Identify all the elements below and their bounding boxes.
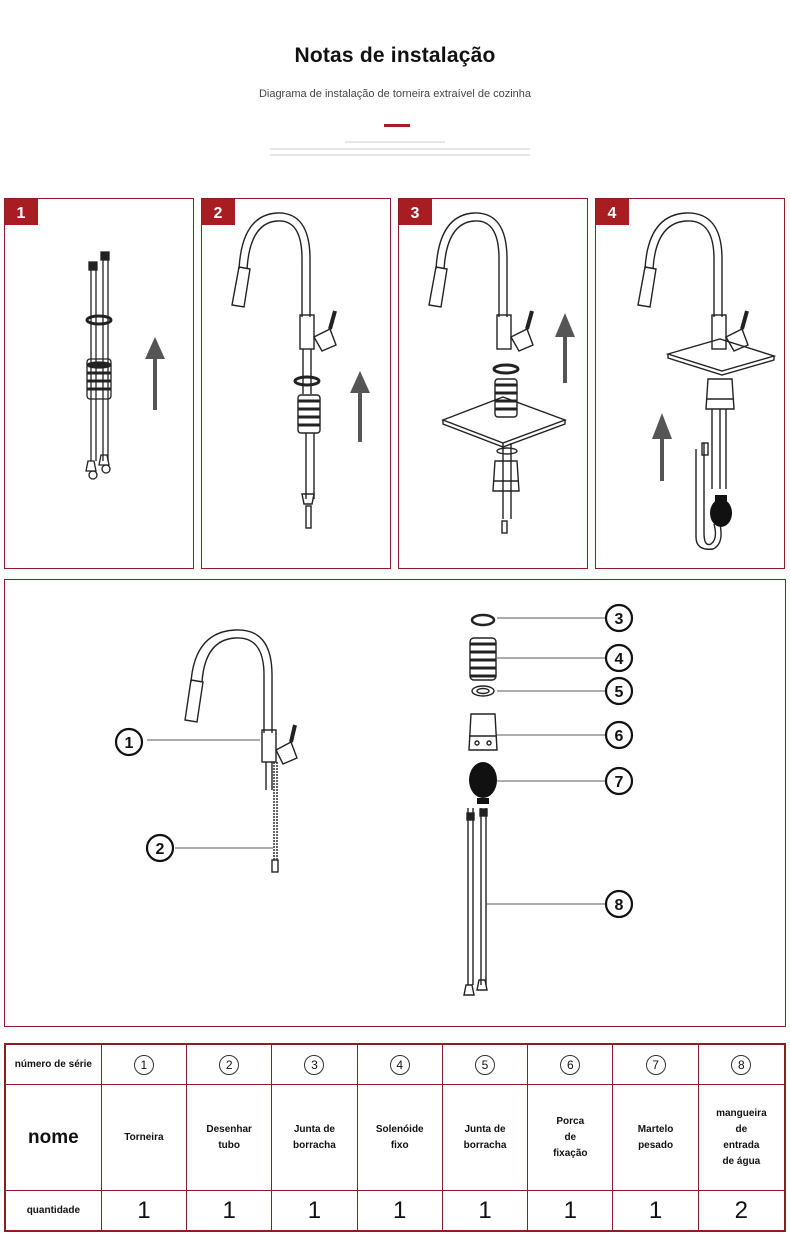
part-quantity: 1	[272, 1191, 358, 1230]
faint-line	[270, 154, 530, 156]
step-number: 3	[411, 205, 420, 222]
page-subtitle: Diagrama de instalação de torneira extra…	[258, 88, 532, 100]
callout-2-label: 2	[156, 841, 165, 858]
serial-number: 4	[389, 1054, 410, 1075]
part-name: Torneira	[102, 1085, 188, 1190]
part-name: Junta de borracha	[272, 1085, 358, 1190]
part-quantity: 1	[613, 1191, 699, 1230]
serial-number: 5	[475, 1054, 496, 1075]
serial-number: 6	[560, 1054, 581, 1075]
callout-4-label: 4	[615, 651, 624, 668]
table-cell: 7	[613, 1045, 699, 1084]
part-name: Martelo pesado	[613, 1085, 699, 1190]
step-number: 1	[17, 205, 26, 222]
callout-8-label: 8	[615, 897, 624, 914]
callout-1: 1	[114, 727, 144, 757]
step-1-illustration: 1	[5, 199, 165, 480]
callout-2: 2	[145, 833, 175, 863]
table-row-name: nome Torneira Desenhar tubo Junta de bor…	[6, 1085, 784, 1191]
part-name: Solenóide fixo	[358, 1085, 443, 1190]
serial-number: 3	[304, 1054, 325, 1075]
part-name: mangueira de entrada de água	[716, 1107, 767, 1167]
table-cell: 4	[358, 1045, 443, 1084]
table-row-serial: número de série 1 2 3 4 5 6 7 8	[6, 1045, 784, 1085]
faint-line	[345, 141, 445, 143]
page-header: Notas de instalação Diagrama de instalaç…	[0, 0, 790, 190]
table-cell: 5	[443, 1045, 529, 1084]
callout-5-label: 5	[615, 684, 624, 701]
step-number: 4	[608, 205, 617, 222]
faint-line	[270, 148, 530, 150]
step-4-illustration: 4	[596, 199, 777, 550]
callout-7-label: 7	[615, 774, 624, 791]
part-quantity: 1	[102, 1191, 188, 1230]
step-panel-1: 1	[4, 198, 194, 569]
callout-1-label: 1	[125, 735, 134, 752]
parts-table: número de série 1 2 3 4 5 6 7 8 nome Tor…	[4, 1043, 786, 1232]
part-quantity: 1	[358, 1191, 443, 1230]
title-divider	[384, 124, 410, 127]
callout-7: 7	[604, 766, 634, 796]
table-cell: 1	[102, 1045, 188, 1084]
part-name: Junta de borracha	[443, 1085, 529, 1190]
callout-5: 5	[604, 676, 634, 706]
step-2-illustration: 2	[202, 199, 370, 529]
step-number: 2	[214, 205, 223, 222]
row-label-quantity: quantidade	[6, 1191, 102, 1230]
serial-number: 1	[133, 1054, 154, 1075]
callout-3-label: 3	[615, 611, 624, 628]
callout-6: 6	[604, 720, 634, 750]
table-row-quantity: quantidade 1 1 1 1 1 1 1 2	[6, 1191, 784, 1230]
table-cell: 6	[528, 1045, 614, 1084]
parts-diagram-panel: 1 2 3 4 5 6 7	[4, 579, 786, 1027]
part-quantity: 1	[528, 1191, 614, 1230]
part-quantity: 1	[187, 1191, 273, 1230]
table-cell: 3	[272, 1045, 358, 1084]
part-quantity: 2	[734, 1196, 749, 1224]
row-label-name: nome	[6, 1085, 102, 1190]
page-title: Notas de instalação	[294, 44, 496, 67]
step-panel-2: 2	[201, 198, 391, 569]
callout-4: 4	[604, 643, 634, 673]
table-cell: 2	[187, 1045, 273, 1084]
serial-number: 7	[645, 1054, 666, 1075]
step-3-illustration: 3	[399, 199, 575, 534]
part-quantity: 1	[443, 1191, 529, 1230]
step-panel-3: 3	[398, 198, 588, 569]
callout-8: 8	[604, 889, 634, 919]
parts-illustration: 1 2 3 4 5 6 7	[114, 603, 634, 996]
row-label-serial: número de série	[6, 1045, 102, 1084]
part-name: Desenhar tubo	[187, 1085, 273, 1190]
part-name: Porca de fixação	[528, 1085, 614, 1190]
step-panel-4: 4	[595, 198, 785, 569]
callout-3: 3	[604, 603, 634, 633]
table-cell: 8	[699, 1045, 784, 1084]
callout-6-label: 6	[615, 728, 624, 745]
serial-number: 8	[731, 1054, 752, 1075]
serial-number: 2	[219, 1054, 240, 1075]
